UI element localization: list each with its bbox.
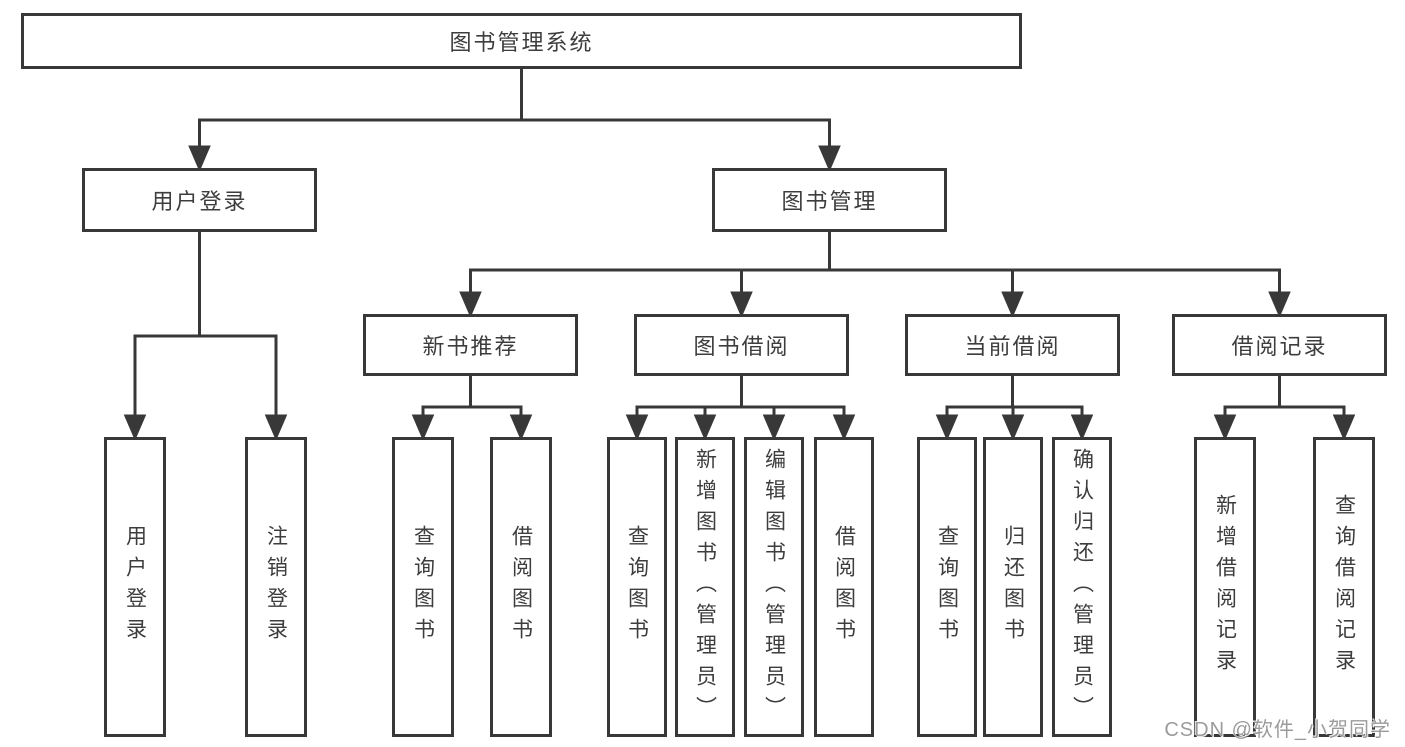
leaf-bookborrow-query-books-label: 查询图书 bbox=[625, 525, 649, 649]
arrowhead-cb-return bbox=[1001, 414, 1025, 441]
leaf-current-query-books: 查询图书 bbox=[917, 437, 977, 737]
arrowhead-nb-borrow bbox=[509, 414, 533, 441]
leaf-bookborrow-query-books: 查询图书 bbox=[607, 437, 667, 737]
leaf-newbooks-query-books: 查询图书 bbox=[392, 437, 454, 737]
arrowhead-book-borrow bbox=[730, 291, 753, 318]
arrowhead-new-book-recommend bbox=[459, 291, 482, 318]
arrowhead-user-login-leaf bbox=[123, 414, 147, 441]
leaf-newbooks-borrow-books-label: 借阅图书 bbox=[509, 525, 533, 649]
node-new-book-recommend-label: 新书推荐 bbox=[422, 334, 519, 359]
leaf-logout-label: 注销登录 bbox=[264, 525, 288, 649]
node-new-book-recommend: 新书推荐 bbox=[363, 314, 578, 376]
arrowhead-br-query bbox=[1332, 414, 1356, 441]
csdn-watermark: CSDN @软件_小贺同学 bbox=[1164, 719, 1391, 741]
leaf-user-login: 用户登录 bbox=[104, 437, 166, 737]
arrowhead-bb-query bbox=[625, 414, 649, 441]
arrowhead-current-borrow bbox=[1001, 291, 1024, 318]
leaf-current-return-books-label: 归还图书 bbox=[1001, 525, 1025, 649]
leaf-logout: 注销登录 bbox=[245, 437, 307, 737]
node-user-login: 用户登录 bbox=[82, 168, 317, 232]
arrowhead-logout-leaf bbox=[264, 414, 288, 441]
leaf-bookborrow-edit-books-admin-label: 编辑图书（管理员） bbox=[762, 447, 786, 727]
arrowhead-bb-borrow bbox=[832, 414, 856, 441]
node-root: 图书管理系统 bbox=[21, 13, 1022, 69]
arrowhead-borrow-records bbox=[1268, 291, 1291, 318]
node-book-management-label: 图书管理 bbox=[781, 189, 878, 214]
node-current-borrow: 当前借阅 bbox=[905, 314, 1120, 376]
node-book-borrow-label: 图书借阅 bbox=[693, 334, 790, 359]
leaf-newbooks-borrow-books: 借阅图书 bbox=[490, 437, 552, 737]
node-root-label: 图书管理系统 bbox=[449, 30, 594, 55]
leaf-bookborrow-edit-books-admin: 编辑图书（管理员） bbox=[744, 437, 804, 737]
leaf-records-add-record-label: 新增借阅记录 bbox=[1213, 494, 1237, 680]
leaf-user-login-label: 用户登录 bbox=[123, 525, 147, 649]
node-borrow-records: 借阅记录 bbox=[1172, 314, 1387, 376]
arrowhead-cb-query bbox=[935, 414, 959, 441]
leaf-current-return-books: 归还图书 bbox=[983, 437, 1043, 737]
node-current-borrow-label: 当前借阅 bbox=[964, 334, 1061, 359]
arrowhead-nb-query bbox=[411, 414, 435, 441]
leaf-bookborrow-add-books-admin-label: 新增图书（管理员） bbox=[693, 447, 717, 727]
leaf-newbooks-query-books-label: 查询图书 bbox=[411, 525, 435, 649]
leaf-records-query-record: 查询借阅记录 bbox=[1313, 437, 1375, 737]
leaf-records-query-record-label: 查询借阅记录 bbox=[1332, 494, 1356, 680]
arrowhead-user-login bbox=[188, 145, 211, 172]
arrowhead-br-add bbox=[1213, 414, 1237, 441]
leaf-bookborrow-borrow-books: 借阅图书 bbox=[814, 437, 874, 737]
leaf-bookborrow-borrow-books-label: 借阅图书 bbox=[832, 525, 856, 649]
leaf-current-confirm-return-admin-label: 确认归还（管理员） bbox=[1070, 447, 1094, 727]
arrowhead-cb-confirm bbox=[1070, 414, 1094, 441]
node-book-management: 图书管理 bbox=[712, 168, 947, 232]
arrowhead-book-management bbox=[818, 145, 841, 172]
node-borrow-records-label: 借阅记录 bbox=[1231, 334, 1328, 359]
node-book-borrow: 图书借阅 bbox=[634, 314, 849, 376]
arrowhead-bb-edit bbox=[762, 414, 786, 441]
leaf-current-confirm-return-admin: 确认归还（管理员） bbox=[1052, 437, 1112, 737]
leaf-bookborrow-add-books-admin: 新增图书（管理员） bbox=[675, 437, 735, 737]
leaf-current-query-books-label: 查询图书 bbox=[935, 525, 959, 649]
node-user-login-label: 用户登录 bbox=[151, 189, 248, 214]
arrowhead-bb-add bbox=[693, 414, 717, 441]
leaf-records-add-record: 新增借阅记录 bbox=[1194, 437, 1256, 737]
